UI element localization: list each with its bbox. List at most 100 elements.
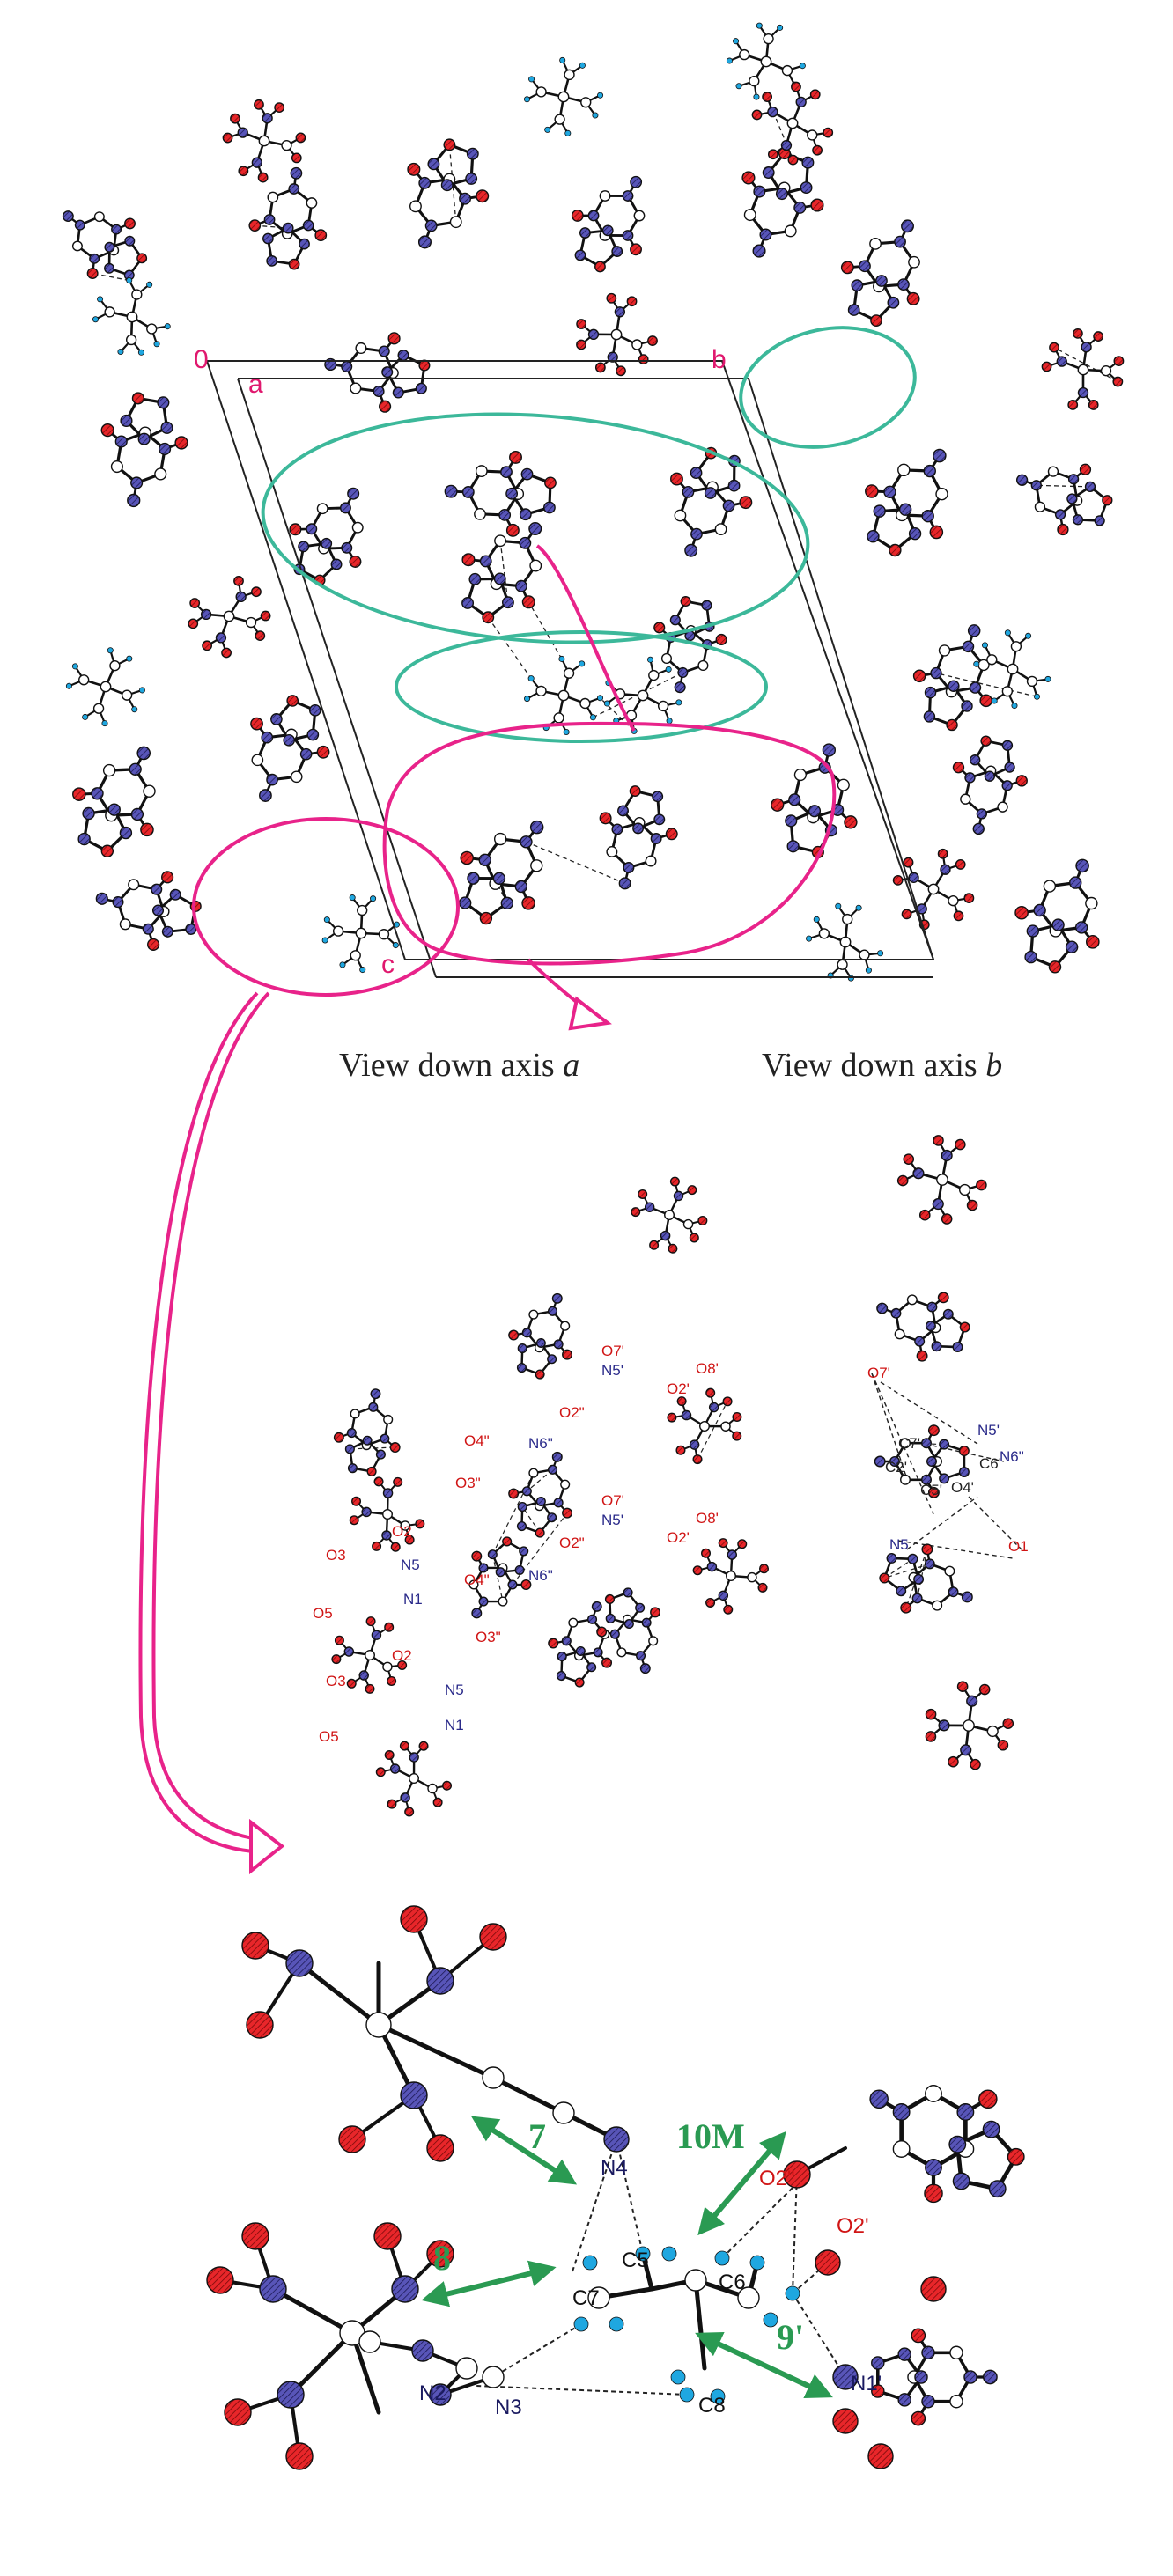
nitrogen-atom [501,596,514,609]
hydrogen-atom [670,2369,686,2385]
carbon-atom [474,507,486,520]
nitrogen-atom [185,923,197,935]
atoms [206,1905,1025,2470]
nitrogen-atom [939,1473,950,1484]
carbon-atom [949,2394,963,2409]
hydrogen-atom [323,916,330,924]
nitrogen-atom [263,214,276,225]
label-o8p: O8' [696,1360,719,1377]
carbon-atom [869,237,882,250]
oxygen-atom [912,669,926,683]
carbon-atom [528,1309,539,1320]
carbon-atom [648,669,660,681]
oxygen-atom [978,2089,998,2109]
oxygen-atom [1102,495,1113,506]
oxygen-atom [757,1582,768,1593]
oxygen-atom [958,1446,970,1456]
nitrogen-atom [400,2081,428,2109]
nitrogen-atom [308,704,321,717]
nitrogen-atom [551,1451,563,1462]
nitrogen-atom [519,508,532,521]
nitrogen-atom [727,479,741,492]
oxygen-atom [594,362,606,373]
nitrogen-atom [591,1601,602,1612]
oxygen-atom [508,1488,520,1499]
oxygen-atom [665,828,678,841]
nitrogen-atom [921,2394,935,2409]
oxygen-atom [689,1233,699,1243]
nitrogen-atom [574,249,586,261]
carbon-atom [1010,641,1022,652]
hydrogen-atom [321,937,328,944]
carbon-atom [1043,880,1057,893]
oxygen-atom [221,647,232,659]
oxygen-atom [976,1179,987,1191]
nitrogen-atom [641,1617,652,1628]
hydrogen-atom [855,904,862,911]
carbon-atom [631,339,643,350]
nitrogen-atom [277,2381,305,2409]
nitrogen-atom [972,822,985,835]
hydrogen-atom [564,129,572,136]
oxygen-atom [705,1387,716,1398]
carbon-atom [739,48,750,61]
oxygen-atom [867,2443,894,2469]
nitrogen-atom [921,2345,935,2360]
pink-arrow-head [249,1818,285,1875]
carbon-atom [1001,686,1014,697]
nitrogen-atom [689,1439,700,1450]
nitrogen-atom [299,238,310,250]
nitrogen-atom [215,632,227,644]
carbon-atom [128,879,140,891]
nitrogen-atom [706,1561,718,1572]
carbon-atom [900,1474,911,1485]
oxygen-atom [257,172,269,183]
hydrogen-atom [126,277,133,284]
carbon-atom [568,1617,579,1628]
nitrogen-atom [493,572,506,585]
oxygen-atom [338,2125,366,2153]
hydrogen-atom [749,2255,765,2271]
nitrogen-atom [1094,515,1105,526]
nitrogen-atom [586,1662,597,1673]
oxygen-atom [520,1579,532,1590]
oxygen-atom [676,1396,687,1407]
oxygen-atom [314,229,328,242]
nitrogen-atom [362,1435,373,1446]
oxygen-atom [911,2410,926,2426]
label-o3ppb: O3" [476,1629,501,1645]
nitrogen-atom [516,1520,527,1532]
label-c7: C7' [898,1435,920,1452]
carbon-atom [104,306,115,318]
cell-axis-c-label: c [381,950,395,979]
nitrogen-atom [722,499,735,512]
hydrogen-bond [475,2385,688,2396]
oxygen-atom [188,618,199,629]
hydrogen-bond [526,1468,553,1492]
oxygen-atom [791,81,801,92]
nitrogen-atom [378,345,390,357]
oxygen-atom [295,132,306,144]
hydrogen-atom [589,714,596,721]
nitrogen-atom [966,1695,978,1707]
hydrogen-atom [609,2316,624,2332]
hydrogen-atom [359,967,366,974]
hydrogen-atom [101,720,108,727]
carbon-atom [1085,896,1098,910]
carbon-atom [749,75,760,87]
nitrogen-atom [923,710,936,723]
carbon-atom [684,2269,707,2292]
nitrogen-atom [611,246,623,257]
hydrogen-atom [579,660,586,667]
carbon-atom [400,1520,410,1531]
nitrogen-atom [942,1308,954,1320]
oxygen-atom [400,1905,428,1933]
nitrogen-atom [609,1629,620,1639]
hydrogen-bond [527,601,563,659]
carbon-atom [818,928,830,939]
hydrogen-atom [596,695,604,702]
hydrogen-atom [1004,629,1011,637]
carbon-atom [660,652,673,665]
oxygen-atom [255,630,266,641]
carbon-atom [606,846,618,857]
